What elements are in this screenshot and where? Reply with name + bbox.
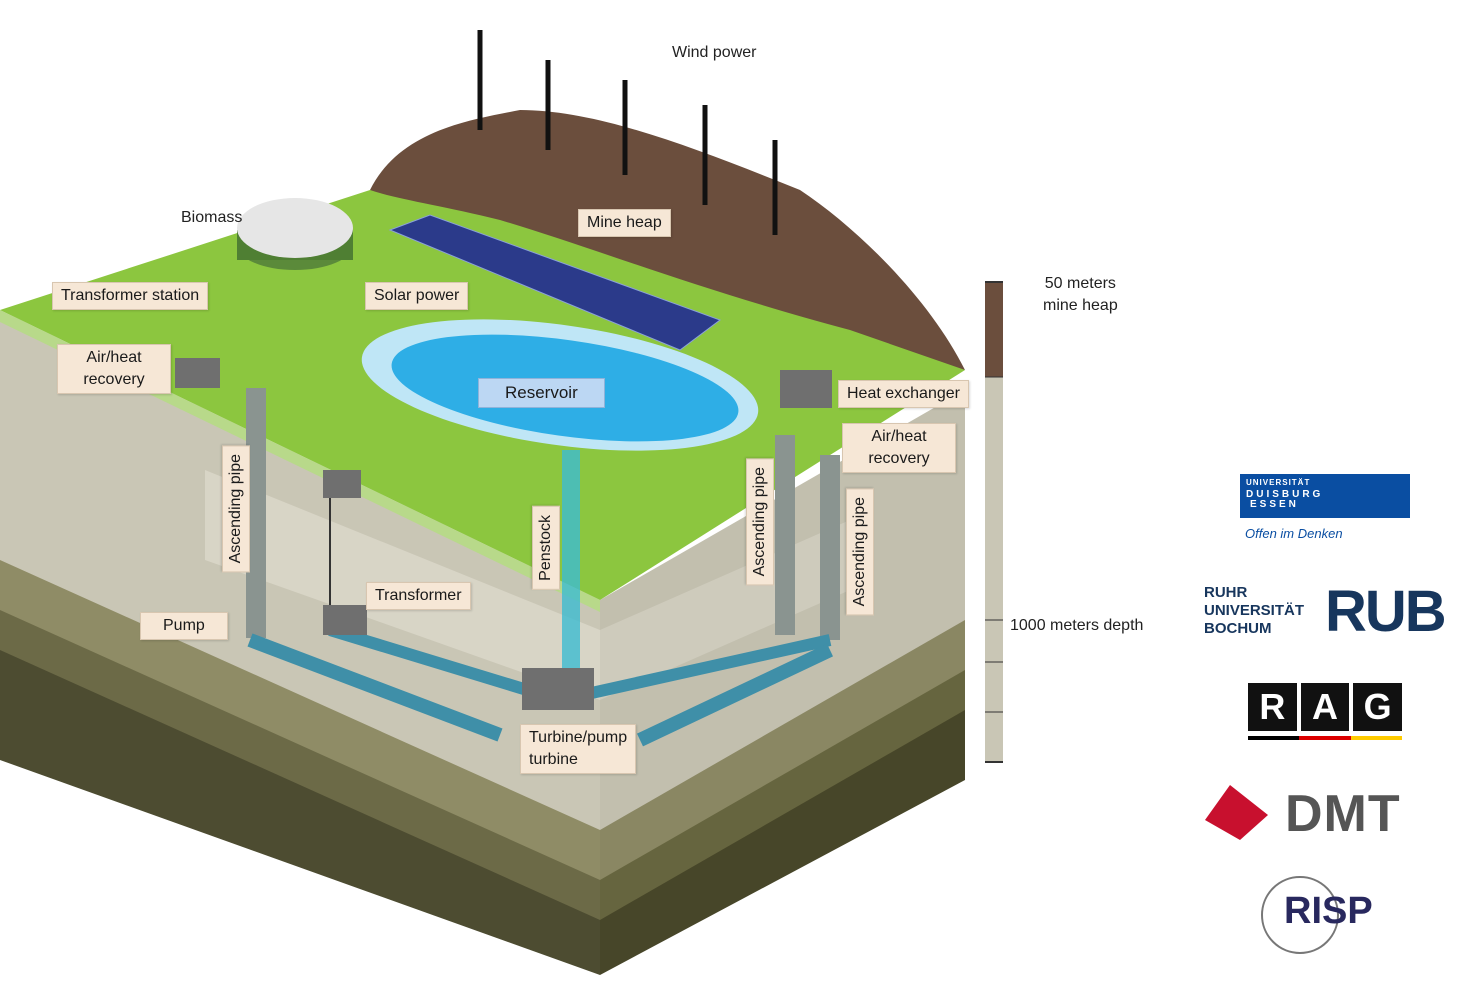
label-transformer-station: Transformer station [52, 282, 209, 310]
label-ascending-pipe-right-2: Ascending pipe [846, 488, 874, 616]
label-penstock: Penstock [532, 506, 560, 590]
label-pump: Pump [140, 612, 228, 640]
risp-ring [1261, 876, 1339, 954]
label-air-heat-right-line1: Air/heat [871, 428, 927, 445]
scale-top-line2: mine heap [1043, 297, 1118, 314]
rub-line2: UNIVERSITÄT [1204, 602, 1305, 619]
dmt-logo-mark [1205, 785, 1268, 840]
depth-scale [985, 281, 1003, 763]
label-air-heat-left-line1: Air/heat [86, 349, 142, 366]
rag-letter-a: A [1300, 683, 1350, 731]
rub-logo-text: RUHR UNIVERSITÄT BOCHUM [1204, 584, 1304, 638]
label-air-heat-recovery-left: Air/heat recovery [57, 344, 171, 394]
rag-letter-r: R [1248, 683, 1297, 731]
label-turbine: Turbine/pump turbine [520, 724, 637, 774]
equipment-boxes [175, 358, 832, 710]
label-turbine-line2: turbine [529, 751, 578, 768]
scale-top-label: 50 meters mine heap [1043, 273, 1118, 317]
wind-turbines [477, 30, 778, 235]
rub-logo-mark: RUB [1325, 579, 1447, 644]
scale-depth-label: 1000 meters depth [1010, 617, 1144, 634]
ude-logo: UNIVERSITÄT DUISBURG ESSEN [1240, 474, 1410, 518]
label-air-heat-left-line2: recovery [83, 371, 145, 388]
label-air-heat-right-line2: recovery [868, 450, 930, 467]
label-wind-power: Wind power [672, 44, 757, 61]
label-reservoir: Reservoir [478, 378, 605, 408]
label-ascending-pipe-right-1: Ascending pipe [746, 458, 774, 586]
rag-flag-stripe [1248, 736, 1402, 740]
biomass-tank [237, 198, 353, 270]
rag-letter-g: G [1353, 683, 1403, 731]
label-heat-exchanger: Heat exchanger [838, 380, 969, 408]
label-turbine-line1: Turbine/pump [529, 729, 628, 746]
rub-line3: BOCHUM [1204, 620, 1272, 637]
ude-logo-line3: ESSEN [1250, 499, 1299, 510]
ude-logo-line2: DUISBURG [1246, 489, 1324, 500]
label-transformer: Transformer [366, 582, 471, 610]
label-air-heat-recovery-right: Air/heat recovery [842, 423, 956, 473]
label-solar-power: Solar power [365, 282, 469, 310]
ude-tagline: Offen im Denken [1245, 526, 1343, 541]
risp-logo-text: RISP [1284, 890, 1373, 932]
dmt-logo-text: DMT [1285, 785, 1401, 843]
label-ascending-pipe-left: Ascending pipe [222, 445, 250, 573]
scale-top-line1: 50 meters [1044, 275, 1116, 292]
rag-logo: R A G [1248, 683, 1403, 731]
label-biomass: Biomass [181, 209, 243, 226]
ude-logo-line1: UNIVERSITÄT [1246, 478, 1311, 487]
rub-line1: RUHR [1204, 584, 1248, 601]
label-mine-heap: Mine heap [578, 209, 671, 237]
pipes [246, 388, 840, 747]
solar-panels [388, 214, 722, 351]
